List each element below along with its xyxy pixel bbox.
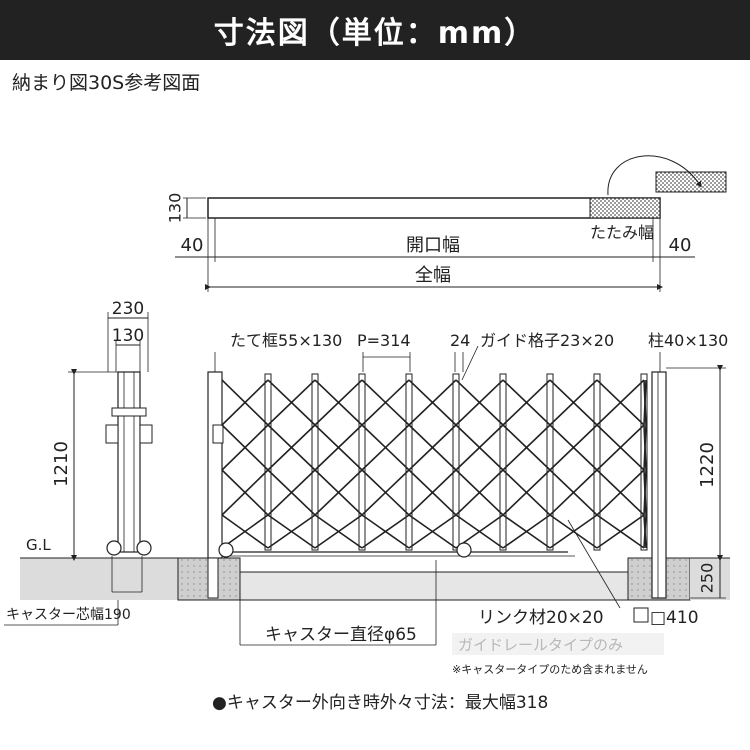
link-bar (221, 469, 269, 516)
link-bar (221, 514, 269, 549)
left-frame (207, 371, 223, 559)
gap-label: 24 (450, 331, 470, 350)
caster-center-width-label: キャスター芯幅190 (6, 607, 131, 623)
link-bar (643, 424, 647, 471)
post-label: 柱40×130 (648, 331, 728, 350)
foundation-depth-label: 250 (698, 563, 717, 594)
lattice-bar-2 (311, 373, 319, 551)
top-height-label: 130 (166, 193, 185, 224)
lattice-bar-8 (593, 373, 601, 551)
side-caster-left (106, 540, 122, 556)
lattice-bar-5 (452, 373, 460, 551)
link-bar (596, 424, 645, 471)
post-base-label: □410 (650, 608, 699, 628)
link-bar (314, 424, 363, 471)
folded-stack-moved (655, 171, 727, 193)
lattice-bar-7 (546, 373, 554, 551)
folded-width-label: たたみ幅 (590, 223, 654, 242)
link-bar (549, 424, 598, 471)
guide-rail-label: ガイドレールタイプのみ (458, 636, 623, 654)
drawing-subtitle: 納まり図30S参考図面 (12, 72, 201, 94)
right-post (651, 371, 667, 599)
link-bar (549, 379, 598, 426)
link-bar (267, 424, 316, 471)
side-height-label: 1210 (51, 441, 72, 487)
side-post (117, 371, 141, 553)
front-caster-right (456, 542, 472, 558)
link-bar (267, 514, 316, 549)
link-bar (455, 424, 504, 471)
link-bar (455, 379, 504, 426)
link-bar (455, 469, 504, 516)
link-bar (643, 469, 647, 516)
right-clearance-label: 40 (669, 235, 692, 256)
link-bar (596, 379, 645, 426)
link-bar (267, 379, 316, 426)
link-bar (502, 424, 551, 471)
top-view: 130 40 開口幅 たたみ幅 40 全幅 (166, 155, 727, 292)
ground: G.L (20, 536, 730, 601)
side-width-outer-label: 230 (112, 299, 144, 319)
side-view: 230 130 1210 キャスター芯幅190 (4, 299, 153, 626)
link-bar (643, 379, 647, 426)
link-bar (643, 514, 647, 549)
link-bar (408, 379, 457, 426)
guide-lattice-label: ガイド格子23×20 (480, 331, 614, 350)
link-label: リンク材20×20 (478, 608, 604, 628)
link-bar (596, 469, 645, 516)
link-bar (314, 514, 363, 549)
lattice-bar-3 (358, 373, 366, 551)
link-bar (502, 379, 551, 426)
ground-right (690, 558, 730, 600)
link-bar (221, 424, 269, 471)
link-bar (408, 469, 457, 516)
lattice-bar-4 (405, 373, 413, 551)
folded-stack-plan (589, 197, 661, 219)
side-caster-right (136, 540, 152, 556)
side-bracket-left (105, 424, 119, 444)
frame-label: たて框55×130 (230, 331, 342, 350)
link-bar (361, 469, 410, 516)
overall-width-label: 全幅 (415, 265, 451, 286)
ground-left (20, 558, 178, 600)
opening-width-label: 開口幅 (406, 235, 460, 256)
footer-note: ●キャスター外向き時外々寸法：最大幅318 (212, 693, 548, 713)
rail-channel (239, 571, 629, 601)
link-bar (221, 379, 269, 426)
lattice-bar-1 (264, 373, 272, 551)
side-bracket-right (139, 424, 153, 444)
link-bar (549, 469, 598, 516)
page-title: 寸法図（単位：mm） (0, 0, 750, 60)
ground-line-label: G.L (26, 536, 51, 554)
link-bar (502, 514, 551, 549)
left-clearance-label: 40 (181, 235, 204, 256)
link-bar (408, 514, 457, 549)
side-width-inner-label: 130 (112, 326, 144, 346)
link-bar (596, 514, 645, 549)
pitch-label: P=314 (357, 331, 411, 350)
post-height-label: 1220 (697, 442, 718, 488)
link-bar (408, 424, 457, 471)
front-caster-left (218, 542, 234, 558)
link-bar (549, 514, 598, 549)
lattice-links (221, 379, 647, 549)
caster-diameter-label: キャスター直径φ65 (265, 625, 417, 645)
swing-arrow (607, 155, 702, 196)
link-bar (314, 379, 363, 426)
front-view: たて框55×130 P=314 24 ガイド格子23×20 柱40×130 12… (207, 331, 728, 676)
link-bar (502, 469, 551, 516)
link-bar (361, 379, 410, 426)
link-bar (361, 424, 410, 471)
caster-note: ※キャスタータイプのため含まれません (452, 662, 648, 676)
link-bar (361, 514, 410, 549)
lattice-bar-6 (499, 373, 507, 551)
link-bar (314, 469, 363, 516)
link-bar (267, 469, 316, 516)
